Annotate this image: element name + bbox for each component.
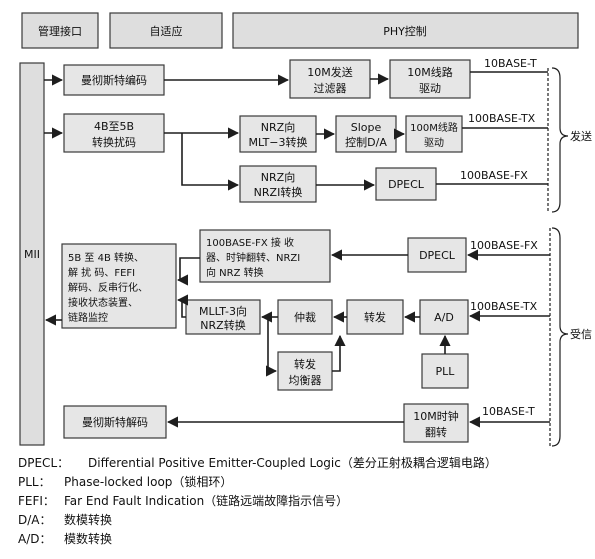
manchester-encoder-box: 曼彻斯特编码 — [63, 64, 165, 96]
svg-text:仲裁: 仲裁 — [294, 310, 316, 324]
rx-brace — [551, 227, 569, 447]
svg-text:10M发送: 10M发送 — [307, 65, 353, 79]
legend-text: 模数转换 — [64, 532, 113, 546]
nrz-to-mlt3-box: NRZ向 MLT−3转换 — [239, 115, 317, 153]
svg-text:曼彻斯特编码: 曼彻斯特编码 — [81, 73, 147, 87]
decoder-5b4b-box: 5B 至 4B 转换、 解 扰 码、FEFI 解码、反串行化、 接收状态装置、 … — [61, 243, 177, 329]
legend-row-pll: PLL： Phase-locked loop（锁相环） — [18, 473, 588, 492]
svg-text:过滤器: 过滤器 — [314, 82, 347, 95]
legend-text: Far End Fault Indication（链路远端故障指示信号） — [64, 494, 349, 508]
svg-text:转发: 转发 — [294, 357, 316, 371]
svg-text:5B 至 4B 转换、: 5B 至 4B 转换、 — [68, 251, 144, 264]
svg-text:PLL: PLL — [436, 365, 456, 378]
fx-receiver-box: 100BASE-FX 接 收 器、时钟翻转、NRZI 向 NRZ 转换 — [199, 229, 331, 283]
svg-text:DPECL: DPECL — [419, 249, 456, 262]
svg-text:100BASE-FX 接 收: 100BASE-FX 接 收 — [206, 236, 294, 249]
svg-text:MLT−3转换: MLT−3转换 — [248, 135, 307, 149]
svg-text:转发: 转发 — [364, 310, 386, 324]
signal-10baset-tx: 10BASE-T — [484, 57, 537, 70]
svg-text:100M线路: 100M线路 — [410, 121, 458, 134]
rx-group-label: 受信 — [570, 328, 592, 341]
arbiter-box: 仲裁 — [277, 299, 333, 335]
svg-text:NRZ向: NRZ向 — [261, 120, 295, 134]
legend-row-dpecl: DPECL： Differential Positive Emitter-Cou… — [18, 454, 588, 473]
svg-text:向 NRZ 转换: 向 NRZ 转换 — [206, 266, 264, 279]
pll-box: PLL — [421, 353, 469, 389]
svg-text:控制D/A: 控制D/A — [345, 135, 387, 149]
nrz-to-nrzi-box: NRZ向 NRZI转换 — [239, 165, 317, 203]
slope-da-box: Slope 控制D/A — [335, 115, 397, 153]
manchester-decoder-box: 曼彻斯特解码 — [63, 405, 167, 439]
signal-100basetx-tx: 100BASE-TX — [468, 112, 536, 125]
arrow-4b5b-to-nrzi — [181, 133, 240, 191]
legend: DPECL： Differential Positive Emitter-Cou… — [18, 454, 588, 549]
legend-abbr: PLL： — [18, 475, 51, 489]
svg-text:NRZ向: NRZ向 — [261, 170, 295, 184]
equalizer-box: 转发 均衡器 — [277, 351, 333, 391]
signal-100basefx-rx: 100BASE-FX — [470, 239, 538, 252]
svg-text:器、时钟翻转、NRZI: 器、时钟翻转、NRZI — [206, 251, 300, 264]
legend-abbr: D/A： — [18, 513, 52, 527]
legend-text: Differential Positive Emitter-Coupled Lo… — [88, 456, 497, 470]
svg-text:翻转: 翻转 — [425, 425, 447, 439]
ad-converter-box: A/D — [419, 299, 469, 335]
legend-abbr: DPECL： — [18, 456, 70, 470]
svg-text:均衡器: 均衡器 — [289, 374, 322, 387]
legend-row-da: D/A： 数模转换 — [18, 511, 588, 530]
mii-bus: MII — [19, 62, 45, 446]
svg-text:Slope: Slope — [351, 121, 382, 134]
svg-text:转换扰码: 转换扰码 — [92, 135, 136, 149]
auto-negotiation-label: 自适应 — [150, 24, 183, 38]
arrow-mlt3-rx-to-decoder — [176, 294, 189, 318]
tx-filter-box: 10M发送 过滤器 — [289, 59, 371, 99]
svg-text:MLLT-3向: MLLT-3向 — [199, 304, 247, 318]
svg-text:曼彻斯特解码: 曼彻斯特解码 — [82, 415, 148, 429]
mlt3-to-nrz-box: MLLT-3向 NRZ转换 — [185, 299, 261, 335]
line-driver-100m-box: 100M线路 驱动 — [405, 115, 463, 153]
tx-group-label: 发送 — [570, 129, 592, 143]
svg-text:A/D: A/D — [434, 311, 454, 324]
line-driver-10m-box: 10M线路 驱动 — [389, 59, 471, 99]
svg-text:链路监控: 链路监控 — [68, 311, 108, 324]
arrow-fx-receiver-to-decoder — [176, 257, 200, 286]
legend-text: 数模转换 — [64, 513, 113, 527]
svg-text:驱动: 驱动 — [424, 137, 444, 149]
signal-100basetx-rx: 100BASE-TX — [470, 300, 538, 313]
legend-abbr: A/D： — [18, 532, 52, 546]
mgmt-interface-label: 管理接口 — [38, 24, 82, 38]
legend-row-ad: A/D： 模数转换 — [18, 530, 588, 549]
mgmt-interface-box: 管理接口 — [21, 12, 99, 49]
encoder-4b5b-box: 4B至5B 转换扰码 — [63, 113, 165, 153]
signal-100basefx-tx: 100BASE-FX — [460, 169, 528, 182]
svg-text:接收状态装置、: 接收状态装置、 — [68, 296, 138, 309]
mii-label: MII — [24, 248, 40, 261]
svg-text:4B至5B: 4B至5B — [94, 120, 134, 133]
forward-box: 转发 — [346, 299, 404, 335]
legend-text: Phase-locked loop（锁相环） — [64, 475, 233, 489]
svg-text:NRZI转换: NRZI转换 — [254, 185, 303, 199]
phy-control-box: PHY控制 — [232, 12, 579, 49]
svg-text:10M时钟: 10M时钟 — [413, 409, 459, 423]
arrow-equalizer-to-forward — [332, 334, 346, 372]
auto-negotiation-box: 自适应 — [109, 12, 223, 49]
clock-flip-box: 10M时钟 翻转 — [403, 403, 469, 443]
svg-text:解 扰 码、FEFI: 解 扰 码、FEFI — [68, 266, 135, 279]
tx-brace — [551, 67, 569, 213]
dpecl-rx-box: DPECL — [407, 237, 467, 273]
signal-10baset-rx: 10BASE-T — [482, 405, 535, 418]
svg-text:DPECL: DPECL — [388, 178, 425, 191]
legend-row-fefi: FEFI： Far End Fault Indication（链路远端故障指示信… — [18, 492, 588, 511]
dpecl-tx-box: DPECL — [375, 167, 437, 201]
arrow-arbiter-to-equalizer — [265, 317, 278, 377]
phy-control-label: PHY控制 — [383, 24, 427, 38]
svg-text:10M线路: 10M线路 — [407, 65, 453, 79]
svg-text:解码、反串行化、: 解码、反串行化、 — [68, 281, 148, 294]
svg-text:NRZ转换: NRZ转换 — [200, 318, 245, 332]
svg-text:驱动: 驱动 — [419, 82, 441, 95]
legend-abbr: FEFI： — [18, 494, 55, 508]
